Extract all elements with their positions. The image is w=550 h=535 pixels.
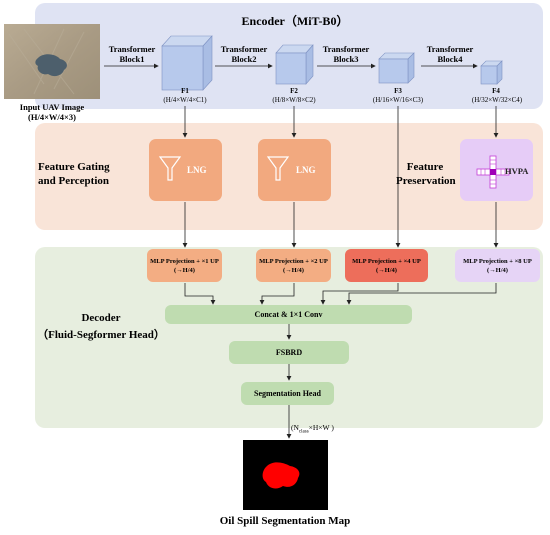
transformer-block-4: Transformer Block4 (426, 44, 474, 64)
encoder-title: Encoder（MiT-B0） (241, 14, 349, 28)
decoder-subtitle: （Fluid-Segformer Head） (37, 329, 165, 341)
input-image-label: Input UAV Image (19, 102, 85, 112)
feature-f1-dims: (H/4×W/4×C1) (163, 96, 207, 104)
output-dims: (Nclass×H×W ) (291, 423, 334, 435)
funnel-icon (158, 156, 182, 181)
feature-cube-f4 (480, 60, 503, 85)
mlp-2-line2: (→H/4) (283, 266, 304, 274)
feature-f4-name: F4 (492, 87, 500, 95)
lng-box-1 (149, 139, 222, 201)
mlp-1-line2: (→H/4) (174, 266, 195, 274)
lng-label-1: LNG (187, 165, 207, 175)
lng-box-2 (258, 139, 331, 201)
funnel-icon (266, 156, 290, 181)
feature-gating-title: Feature Gating and Perception (38, 161, 110, 187)
feature-f1-name: F1 (181, 87, 189, 95)
mlp-4-line1: MLP Projection + ×8 UP (463, 257, 532, 265)
input-uav-image (4, 24, 100, 99)
decoder-title: Decoder (81, 312, 121, 324)
transformer-block-1: Transformer Block1 (108, 44, 156, 64)
feature-f3-dims: (H/16×W/16×C3) (372, 96, 424, 104)
mlp-1-line1: MLP Projection + ×1 UP (150, 257, 219, 265)
mlp-projection-4: MLP Projection + ×8 UP(→H/4) (455, 249, 540, 282)
feature-f2-dims: (H/8×W/8×C2) (272, 96, 316, 104)
output-dims-suffix: ×H×W ) (308, 423, 334, 432)
input-image-dims: (H/4×W/4×3) (28, 112, 76, 122)
concat-conv-box: Concat & 1×1 Conv (165, 305, 412, 324)
mlp-3-line1: MLP Projection + ×4 UP (352, 257, 421, 265)
mlp-2-line1: MLP Projection + ×2 UP (259, 257, 328, 265)
transformer-block-2: Transformer Block2 (220, 44, 268, 64)
output-title: Oil Spill Segmentation Map (219, 515, 351, 527)
mlp-3-line2: (→H/4) (376, 266, 397, 274)
lng-label-2: LNG (296, 165, 316, 175)
mlp-projection-1: MLP Projection + ×1 UP(→H/4) (147, 249, 222, 282)
mlp-projection-2: MLP Projection + ×2 UP(→H/4) (256, 249, 331, 282)
hvpa-label: HVPA (505, 166, 529, 176)
fsbrd-box: FSBRD (229, 341, 349, 364)
output-dims-sub: class (298, 429, 309, 435)
segmentation-head-box: Segmentation Head (241, 382, 334, 405)
feature-cube-f1 (161, 35, 213, 91)
output-dims-prefix: (N (291, 423, 299, 432)
transformer-block-3: Transformer Block3 (322, 44, 370, 64)
feature-preservation-title: Feature Preservation (396, 161, 456, 187)
feature-f2-name: F2 (290, 87, 298, 95)
feature-cube-f2 (275, 44, 314, 85)
cross-grid-icon (476, 155, 510, 189)
mlp-4-line2: (→H/4) (487, 266, 508, 274)
feature-f3-name: F3 (394, 87, 402, 95)
oil-spill-mask (262, 462, 300, 489)
mlp-projection-3: MLP Projection + ×4 UP(→H/4) (345, 249, 428, 282)
feature-f4-dims: (H/32×W/32×C4) (471, 96, 523, 104)
feature-cube-f3 (378, 52, 415, 84)
